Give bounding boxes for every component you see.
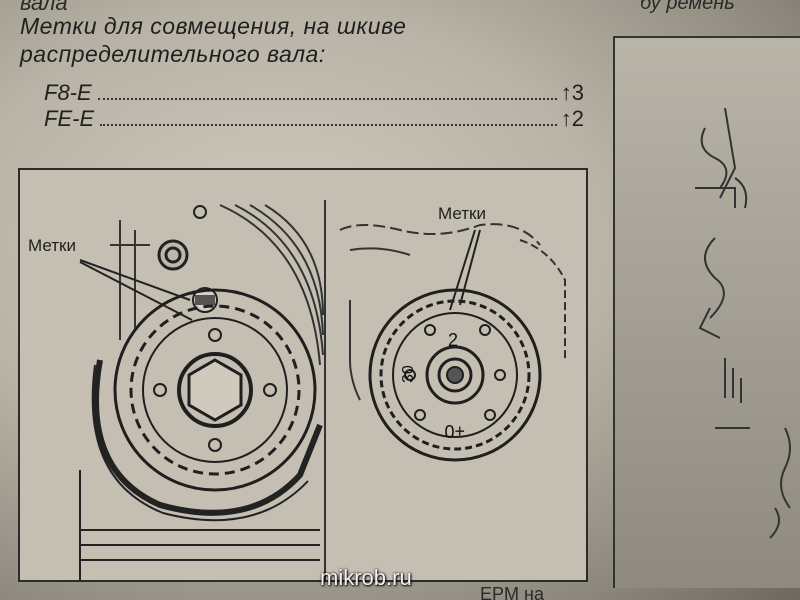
spec-row-f8e: F8-E ↑3 (44, 80, 584, 106)
spec-arrow: ↑ (560, 106, 572, 131)
pulley-mark-top: 2 (448, 330, 458, 350)
pulley-mark-left: 30 (400, 365, 417, 383)
left-camshaft-pulley (113, 288, 317, 492)
belt-guide (93, 359, 323, 516)
pulley-illustration: 2 30 +0 (79, 200, 566, 580)
footer-cut-text: EPM на (480, 584, 544, 600)
housing-arcs (110, 204, 324, 366)
header-cut-text: вала (20, 0, 68, 15)
bolt-head (157, 239, 189, 271)
spec-mark: 2 (571, 106, 584, 131)
figure-label-right: Метки (438, 204, 486, 223)
right-camshaft-pulley (368, 288, 542, 462)
right-housing (339, 223, 566, 401)
figure-label-left: Метки (28, 236, 76, 255)
spec-model: F8-E (44, 80, 92, 105)
spec-mark: 3 (571, 80, 584, 105)
header-cut-text-right: бу ремень (640, 0, 735, 14)
leader-dots (97, 97, 557, 100)
base-lines (79, 470, 320, 580)
adjacent-figure-panel (613, 36, 800, 588)
leader-lines-left (79, 259, 193, 321)
caption-line-1: Метки для совмещения, на шкиве (20, 13, 407, 39)
belt-diagram-sketch (695, 107, 791, 539)
leader-lines-right (449, 229, 481, 311)
caption-line-2: распределительного вала: (20, 41, 326, 67)
watermark: mikrob.ru (320, 565, 412, 590)
pulley-mark-bottom: +0 (444, 421, 465, 441)
leader-dots (100, 123, 557, 126)
spec-row-fee: FE-E ↑2 (44, 106, 584, 132)
spec-model: FE-E (44, 106, 95, 131)
spec-arrow: ↑ (560, 80, 572, 105)
camshaft-pulley-figure: 2 30 +0 Метки Метки (18, 168, 588, 582)
caption: Метки для совмещения, на шкиве распредел… (20, 12, 590, 68)
